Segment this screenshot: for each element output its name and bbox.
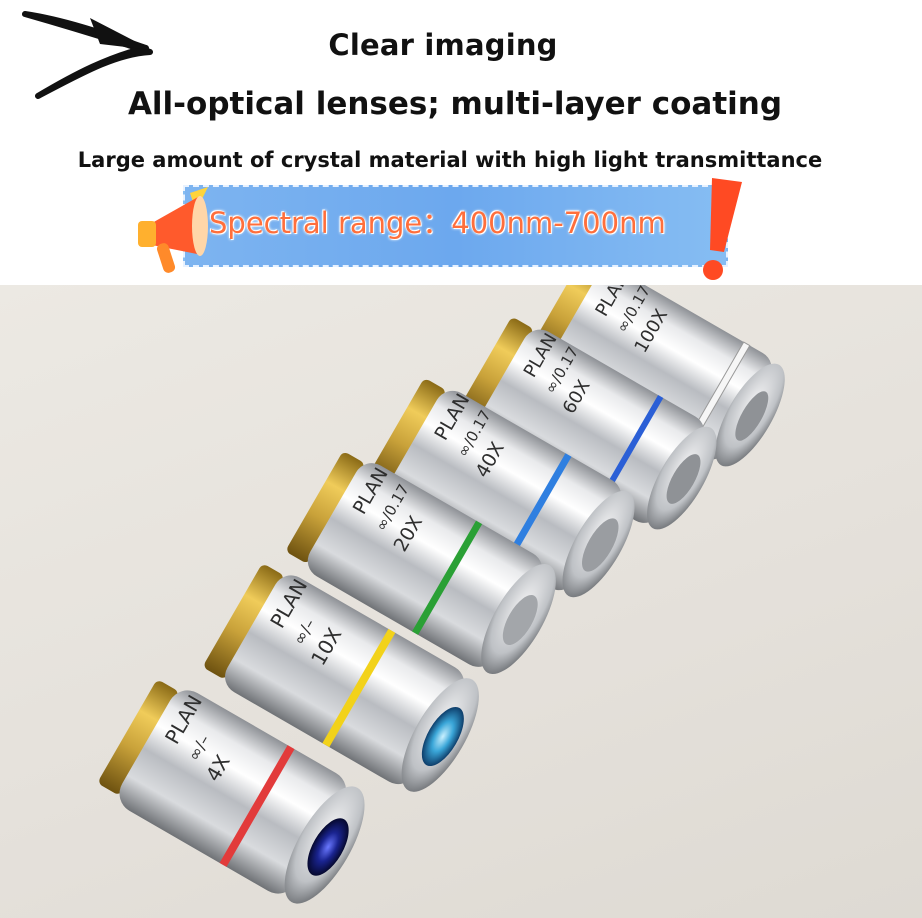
product-photo: PLAN ∞/0.17 100X PLAN ∞/0.17 60X PLAN ∞/… <box>0 285 922 918</box>
megaphone-icon <box>138 187 208 273</box>
objective-4x: PLAN ∞/– 4X <box>99 681 365 904</box>
spectral-range-text: Spectral range：400nm-700nm <box>209 206 666 240</box>
subtitle: All-optical lenses; multi-layer coating <box>127 86 783 122</box>
objective-lenses-photo: PLAN ∞/0.17 100X PLAN ∞/0.17 60X PLAN ∞/… <box>99 285 785 904</box>
objective-20x: PLAN ∞/0.17 20X <box>287 452 556 675</box>
spectral-banner <box>183 185 728 267</box>
exclamation-icon <box>703 178 742 280</box>
description: Large amount of crystal material with hi… <box>77 148 823 172</box>
header-panel: Clear imaging All-optical lenses; multi-… <box>0 0 922 285</box>
arrow-icon <box>22 11 153 99</box>
title: Clear imaging <box>328 28 558 62</box>
objective-10x: PLAN ∞/– 10X <box>204 565 479 792</box>
objective-60x: PLAN ∞/0.17 60X <box>459 318 717 530</box>
objective-40x: PLAN ∞/0.17 40X <box>369 379 635 598</box>
